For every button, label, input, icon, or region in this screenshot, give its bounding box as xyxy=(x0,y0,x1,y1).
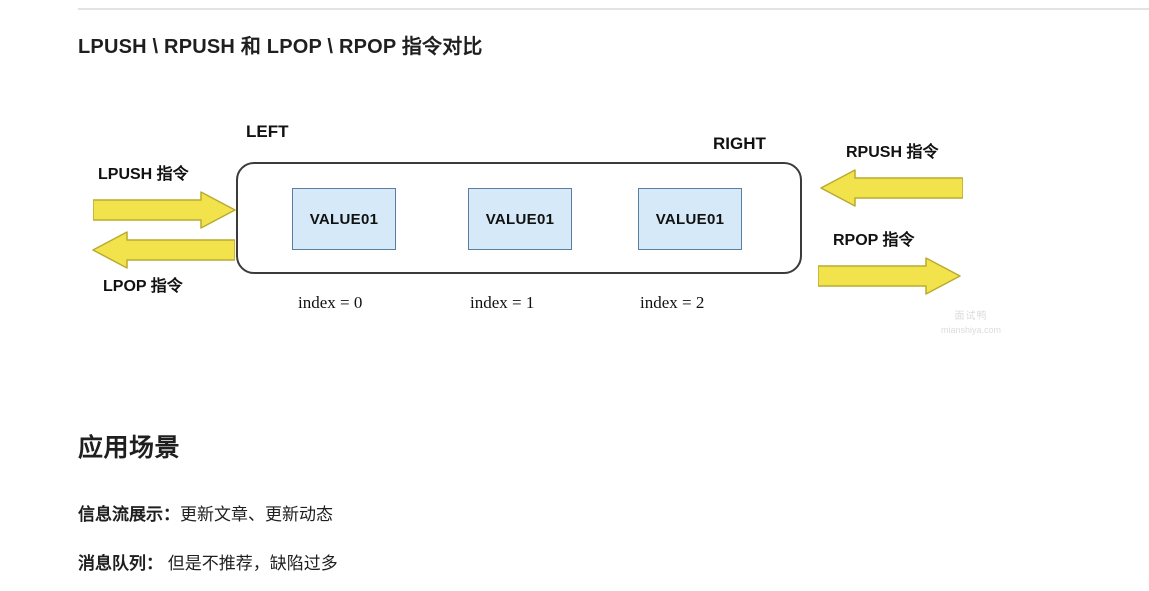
top-divider xyxy=(78,8,1149,10)
arrow-right-rpop-icon xyxy=(818,257,961,295)
watermark-title: 面试鸭 xyxy=(954,311,988,322)
lpush-command-label: LPUSH 指令 xyxy=(98,166,189,183)
arrow-left-rpush-icon xyxy=(820,169,963,207)
list-item-desc: 但是不推荐，缺陷过多 xyxy=(163,554,338,573)
list-item-term: 消息队列： xyxy=(78,554,163,573)
section-heading: 应用场景 xyxy=(78,434,181,462)
list-item: VALUE01 xyxy=(292,188,396,250)
index-label: index = 2 xyxy=(640,293,705,312)
lpop-command-label: LPOP 指令 xyxy=(103,278,183,295)
watermark-url: mianshiya.com xyxy=(940,324,1002,335)
page-title: LPUSH \ RPUSH 和 LPOP \ RPOP 指令对比 xyxy=(78,36,483,58)
right-end-label: RIGHT xyxy=(713,134,766,153)
index-label: index = 0 xyxy=(298,293,363,312)
rpush-command-label: RPUSH 指令 xyxy=(846,144,939,161)
rpop-command-label: RPOP 指令 xyxy=(833,232,915,249)
arrow-left-lpop-icon xyxy=(92,231,235,269)
arrow-right-lpush-icon xyxy=(93,191,236,229)
list-item: VALUE01 xyxy=(638,188,742,250)
watermark: 面试鸭 mianshiya.com xyxy=(936,310,1006,336)
list-structure-diagram: LEFT RIGHT VALUE01 VALUE01 VALUE01 index… xyxy=(78,110,1001,360)
list-item: 信息流展示：更新文章、更新动态 xyxy=(78,500,333,525)
list-item: VALUE01 xyxy=(468,188,572,250)
index-label: index = 1 xyxy=(470,293,535,312)
list-item: 消息队列： 但是不推荐，缺陷过多 xyxy=(78,549,338,574)
list-item-desc: 更新文章、更新动态 xyxy=(180,505,333,524)
left-end-label: LEFT xyxy=(246,122,289,141)
list-item-term: 信息流展示： xyxy=(78,505,180,524)
